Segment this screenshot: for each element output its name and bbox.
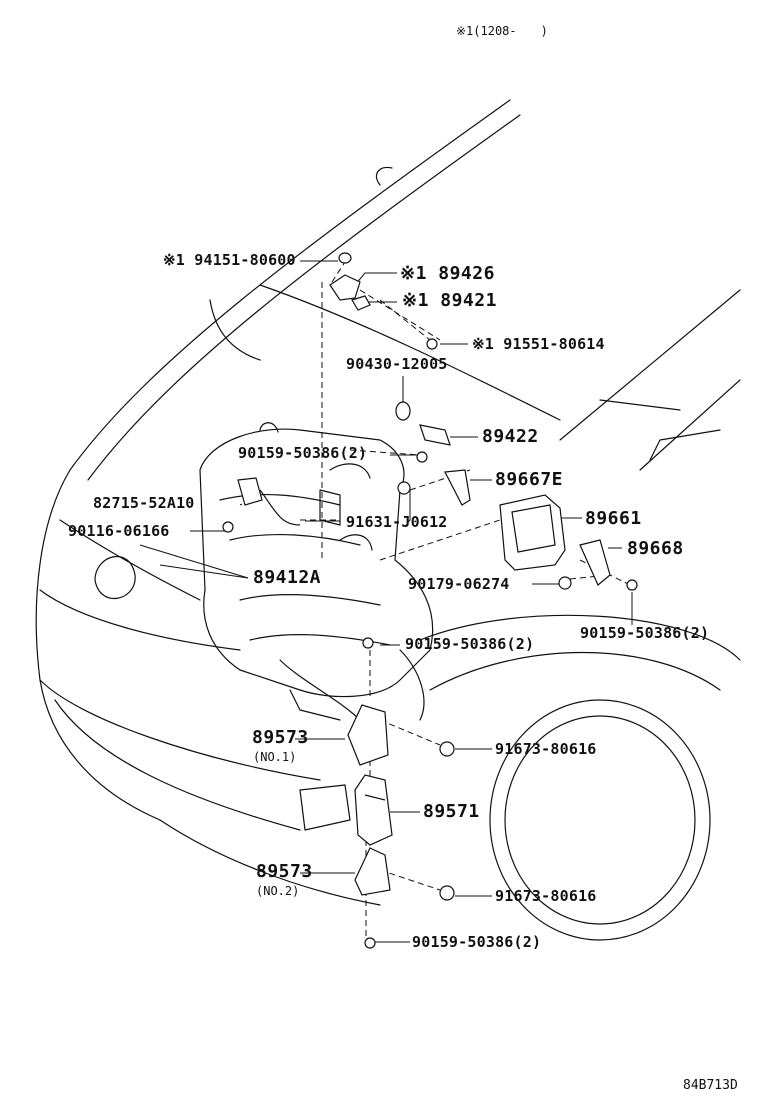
header-note: ※1(1208- ) [456, 24, 548, 38]
part-sublabel-no2: (NO.2) [256, 884, 300, 898]
figure-code: 84B713D [683, 1078, 738, 1093]
hood-outline [69, 99, 511, 471]
bolt-90159-a [416, 451, 428, 463]
module-89571 [354, 774, 393, 846]
headlight-outline [94, 556, 136, 599]
sensor-82715 [237, 477, 263, 506]
bolt-91673-b [439, 885, 455, 901]
bracket-89573-no2 [354, 847, 391, 896]
part-label-89573-no2: 89573 [256, 861, 313, 882]
clip-89421 [351, 295, 371, 311]
nut-94151 [338, 252, 352, 264]
gasket-90430 [395, 401, 411, 421]
part-label-89667e: 89667E [495, 469, 564, 490]
part-label-89426: ※1 89426 [400, 263, 495, 284]
foglight-outline [299, 784, 351, 831]
part-label-91673-b: 91673-80616 [495, 887, 597, 905]
bolt-90159-c [626, 579, 638, 591]
part-label-90430: 90430-12005 [346, 355, 448, 373]
bolt-90116 [222, 521, 234, 533]
part-label-89661: 89661 [585, 508, 642, 529]
bracket-89667e [444, 469, 471, 506]
bolt-bracket [397, 481, 411, 495]
bolt-91673-a [439, 741, 455, 757]
part-label-90159-a: 90159-50386(2) [238, 444, 368, 462]
part-label-90159-d: 90159-50386(2) [412, 933, 542, 951]
bolt-90159-b [362, 637, 374, 649]
wheel-arch [419, 614, 741, 661]
part-label-94151: ※1 94151-80600 [163, 251, 296, 269]
front-wheel [489, 699, 711, 941]
part-label-89421: ※1 89421 [402, 290, 497, 311]
windshield-outline [559, 289, 741, 441]
part-sublabel-no1: (NO.1) [253, 750, 297, 764]
part-label-91551: ※1 91551-80614 [472, 335, 605, 353]
part-label-90116: 90116-06166 [68, 522, 170, 540]
nut-90179 [558, 576, 572, 590]
part-label-89571: 89571 [423, 801, 480, 822]
part-label-89573-no1: 89573 [252, 727, 309, 748]
part-label-91673-a: 91673-80616 [495, 740, 597, 758]
bracket-89426 [329, 274, 361, 301]
part-label-89668: 89668 [627, 538, 684, 559]
bolt-90159-d [364, 937, 376, 949]
sensor-89422 [419, 424, 451, 446]
harness-89412a [259, 489, 301, 526]
part-label-90179: 90179-06274 [408, 575, 510, 593]
part-label-91631: 91631-J0612 [346, 513, 448, 531]
engine-block [199, 428, 434, 698]
bracket-89668 [579, 539, 611, 586]
part-label-89412a: 89412A [253, 567, 322, 588]
part-label-90159-b: 90159-50386(2) [405, 635, 535, 653]
bracket-89573-no1 [347, 704, 389, 766]
part-label-82715: 82715-52A10 [93, 494, 195, 512]
bolt-91551 [426, 338, 438, 350]
part-label-90159-c: 90159-50386(2) [580, 624, 710, 642]
part-label-89422: 89422 [482, 426, 539, 447]
